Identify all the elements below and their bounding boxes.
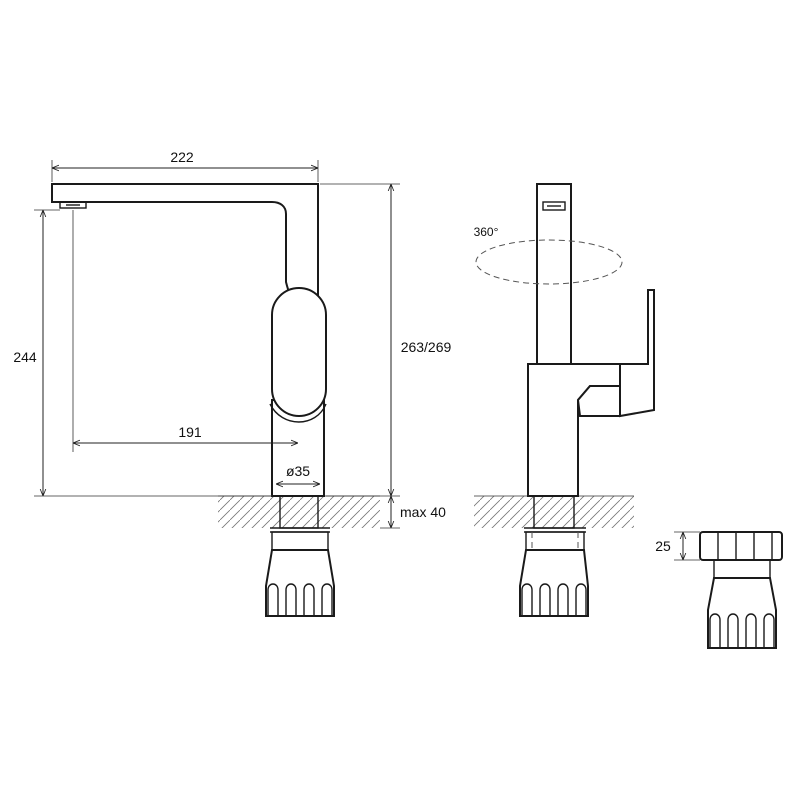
label-max-40: max 40 <box>400 504 446 520</box>
spout-column-side <box>536 183 572 367</box>
label-244: 244 <box>13 349 37 365</box>
dimension-diameter: ø35 <box>276 463 320 484</box>
label-222: 222 <box>170 149 194 165</box>
label-191: 191 <box>178 424 202 440</box>
label-263-269: 263/269 <box>401 339 452 355</box>
countertop-left <box>218 496 380 528</box>
label-diameter: ø35 <box>286 463 310 479</box>
dimension-244: 244 <box>13 209 272 497</box>
dimension-263-269: 263/269 <box>320 183 452 497</box>
side-view: 360° <box>474 183 655 617</box>
mounting-nut-front <box>265 549 335 617</box>
countertop-right <box>474 496 634 528</box>
dimension-191: 191 <box>72 210 298 452</box>
dimension-222: 222 <box>51 149 319 182</box>
lever-oval-front <box>271 287 327 417</box>
label-360: 360° <box>474 225 499 239</box>
dimension-25: 25 <box>655 531 700 561</box>
body-side <box>527 363 621 497</box>
nut-body-detail <box>707 577 777 649</box>
faucet-spout-front <box>51 183 319 299</box>
nut-ribs-detail <box>709 613 775 648</box>
nut-detail-view: 25 <box>655 531 783 649</box>
nut-ribs-side <box>521 583 587 616</box>
nut-flange-detail <box>699 531 783 561</box>
front-view: 222 244 191 ø35 263/269 <box>13 149 452 617</box>
mounting-nut-side <box>519 549 589 617</box>
aerator-front <box>59 201 87 209</box>
lever-handle-side <box>619 289 655 418</box>
dimension-max-40: max 40 <box>380 496 446 529</box>
nut-ribs-front <box>267 583 333 616</box>
label-25: 25 <box>655 538 671 554</box>
rotation-indicator <box>475 239 623 285</box>
